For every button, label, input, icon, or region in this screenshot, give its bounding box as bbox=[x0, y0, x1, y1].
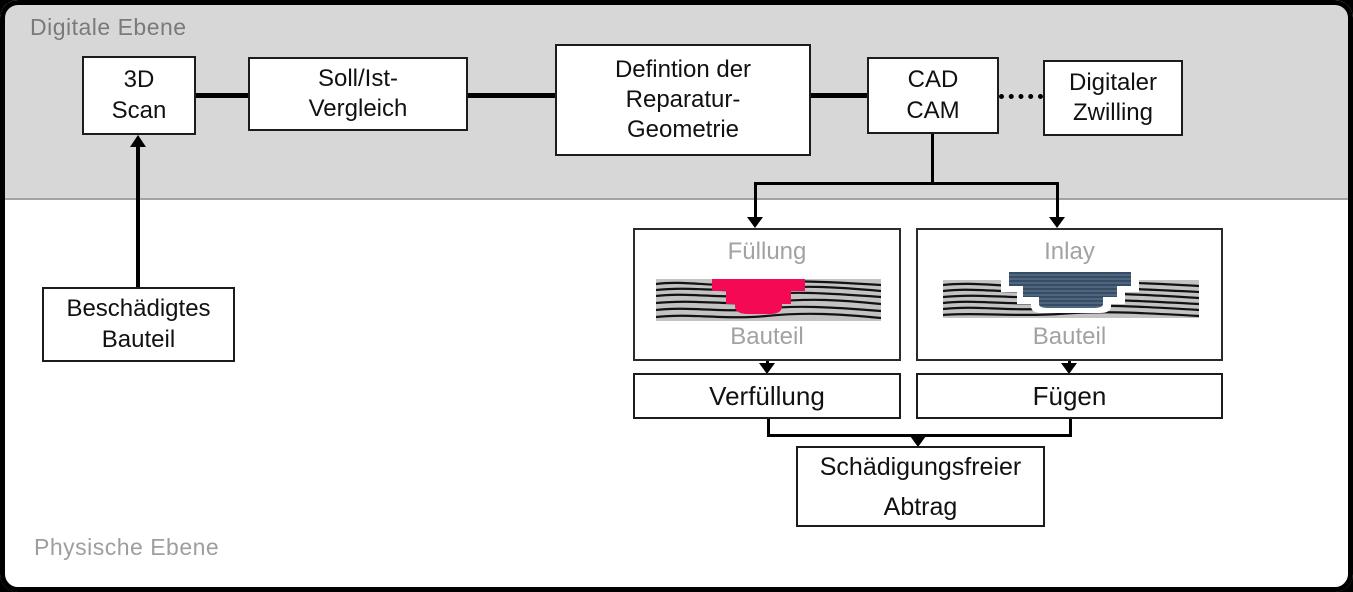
abtrag-line2: Abtrag bbox=[883, 492, 958, 521]
branch-right-line bbox=[1056, 182, 1059, 218]
arrow-down-icon bbox=[747, 217, 763, 228]
bauteil-label-left: Bauteil bbox=[730, 323, 804, 350]
node-cad-cam: CAD CAM bbox=[867, 57, 999, 134]
arrow-up-icon bbox=[130, 135, 146, 147]
inlay-label: Inlay bbox=[1044, 238, 1095, 265]
node-beschaedigtes-bauteil: Beschädigtes Bauteil bbox=[42, 287, 235, 362]
arrow-down-icon bbox=[910, 436, 926, 447]
node-schaedigungsfreier-abtrag: Schädigungsfreier Abtrag bbox=[796, 446, 1045, 527]
node-fuegen: Fügen bbox=[916, 373, 1223, 419]
node-zwilling-line1: Digitaler bbox=[1068, 68, 1158, 96]
fuegen-stub bbox=[1069, 419, 1072, 437]
node-soll-ist-line1: Soll/Ist- bbox=[317, 64, 398, 92]
node-digitaler-zwilling: Digitaler Zwilling bbox=[1043, 60, 1183, 136]
connector-sollist-definition bbox=[468, 93, 555, 98]
arrow-down-icon bbox=[1049, 217, 1065, 228]
connector-cadcam-zwilling-dotted bbox=[999, 94, 1043, 99]
node-cad-cam-line1: CAD bbox=[907, 66, 959, 94]
fuellung-laminate-graphic bbox=[656, 279, 881, 321]
node-zwilling-line2: Zwilling bbox=[1072, 99, 1153, 126]
verfuellung-stub bbox=[767, 419, 770, 437]
arrow-down-icon bbox=[759, 363, 775, 374]
node-fuellung-illustration: Füllung Bauteil bbox=[633, 228, 901, 361]
connector-definition-cadcam bbox=[811, 93, 867, 98]
connector-cadcam-down bbox=[931, 134, 934, 185]
physical-layer-label: Physische Ebene bbox=[34, 534, 220, 560]
node-beschaedigt-line1: Beschädigtes bbox=[66, 295, 211, 323]
filling-shape bbox=[712, 279, 805, 314]
connector-scan-sollist bbox=[196, 93, 248, 98]
inlay-laminate-graphic bbox=[943, 272, 1199, 318]
verfuellung-label: Verfüllung bbox=[709, 380, 825, 411]
node-cad-cam-line2: CAM bbox=[906, 96, 960, 124]
node-3d-scan-line1: 3D bbox=[123, 66, 155, 94]
node-3d-scan-line2: Scan bbox=[111, 96, 167, 124]
node-definition-line2: Reparatur- bbox=[625, 85, 741, 113]
node-3d-scan: 3D Scan bbox=[82, 56, 196, 135]
branch-left-line bbox=[754, 182, 757, 218]
node-verfuellung: Verfüllung bbox=[633, 373, 901, 419]
node-inlay-illustration: Inlay bbox=[916, 228, 1223, 361]
node-soll-ist-vergleich: Soll/Ist- Vergleich bbox=[248, 57, 468, 131]
node-soll-ist-line2: Vergleich bbox=[308, 95, 408, 122]
branch-bar bbox=[754, 182, 1059, 185]
bauteil-label-right: Bauteil bbox=[1032, 323, 1107, 350]
node-definition-line3: Geometrie bbox=[626, 116, 740, 144]
digital-layer-label: Digitale Ebene bbox=[30, 14, 187, 40]
fuegen-label: Fügen bbox=[1032, 380, 1107, 411]
node-definition-reparatur-geometrie: Defintion der Reparatur- Geometrie bbox=[555, 44, 811, 156]
inlay-shape bbox=[1009, 272, 1131, 308]
arrow-down-icon bbox=[1061, 363, 1077, 374]
abtrag-line1: Schädigungsfreier bbox=[819, 452, 1022, 481]
node-beschaedigt-line2: Bauteil bbox=[101, 325, 176, 353]
fuellung-label: Füllung bbox=[727, 238, 807, 265]
connector-beschaedigt-scan bbox=[136, 144, 140, 287]
node-definition-line1: Defintion der bbox=[614, 55, 752, 83]
